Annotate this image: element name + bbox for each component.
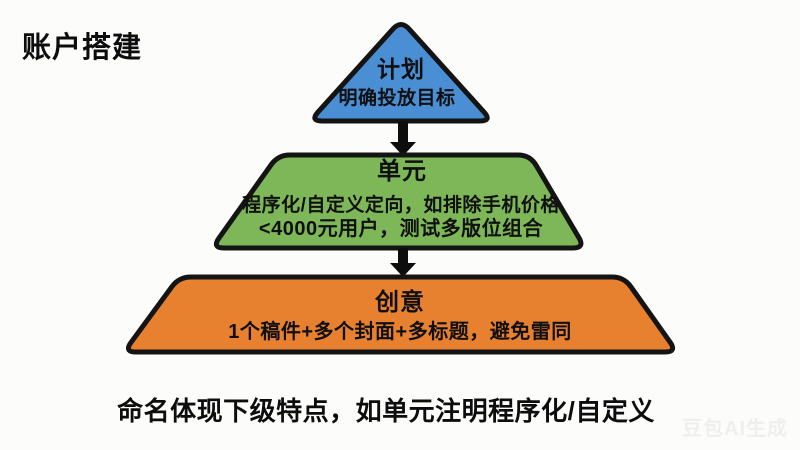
creative-level-label: 创意 xyxy=(375,289,425,316)
ai-watermark: 豆包AI生成 xyxy=(682,418,788,440)
unit-level-label: 单元 xyxy=(377,158,427,185)
unit-level-desc-line2: <4000元用户，测试多版位组合 xyxy=(258,218,544,240)
plan-level-desc: 明确投放目标 xyxy=(338,88,456,109)
footer-note: 命名体现下级特点，如单元注明程序化/自定义 xyxy=(117,396,655,426)
arrow-down-icon xyxy=(390,248,416,277)
unit-trapezoid-shape xyxy=(213,152,584,251)
unit-level-desc-line1: 程序化/自定义定向，如排除手机价格 xyxy=(242,195,560,216)
plan-triangle-shape xyxy=(312,21,490,124)
page-title: 账户搭建 xyxy=(22,32,143,64)
creative-trapezoid-shape xyxy=(125,274,676,355)
creative-level-desc: 1个稿件+多个封面+多标题，避免雷同 xyxy=(228,321,572,343)
arrow-down-icon xyxy=(390,121,416,156)
plan-level-label: 计划 xyxy=(377,56,425,82)
